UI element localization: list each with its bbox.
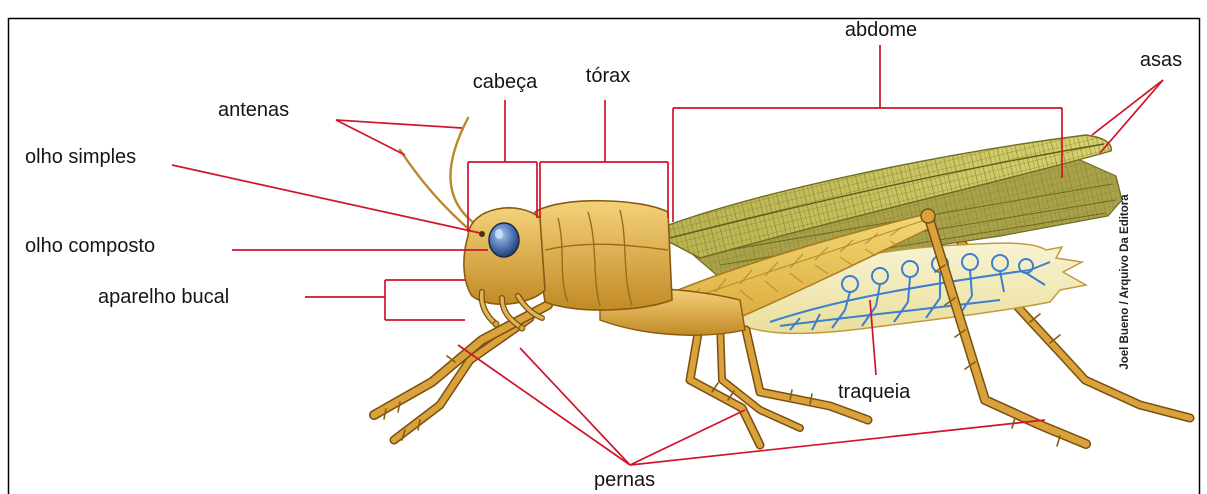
thorax-pronotum bbox=[535, 201, 672, 310]
label-aparelho-bucal: aparelho bucal bbox=[98, 286, 229, 308]
label-torax: tórax bbox=[586, 65, 630, 87]
leader-aparelho-bucal bbox=[305, 280, 465, 320]
compound-eye bbox=[489, 223, 519, 257]
label-olho-composto: olho composto bbox=[25, 235, 155, 257]
label-pernas: pernas bbox=[594, 469, 655, 491]
front-leg-far bbox=[394, 318, 530, 440]
leader-olho-simples bbox=[172, 165, 480, 233]
near-middle-leg bbox=[746, 330, 868, 420]
label-asas: asas bbox=[1140, 49, 1182, 71]
label-olho-simples: olho simples bbox=[25, 146, 136, 168]
compound-eye-highlight bbox=[495, 229, 503, 239]
simple-eye bbox=[479, 231, 485, 237]
front-leg-near bbox=[374, 305, 548, 419]
label-cabeca: cabeça bbox=[473, 71, 538, 93]
antennae bbox=[400, 118, 478, 232]
image-credit: Joel Bueno / Arquivo Da Editora bbox=[1119, 194, 1131, 370]
antenna-left bbox=[400, 150, 472, 232]
grasshopper-illustration bbox=[374, 118, 1190, 446]
label-abdome: abdome bbox=[845, 19, 917, 41]
label-antenas: antenas bbox=[218, 99, 289, 121]
antenna-right bbox=[450, 118, 478, 226]
label-traqueia: traqueia bbox=[838, 381, 911, 403]
